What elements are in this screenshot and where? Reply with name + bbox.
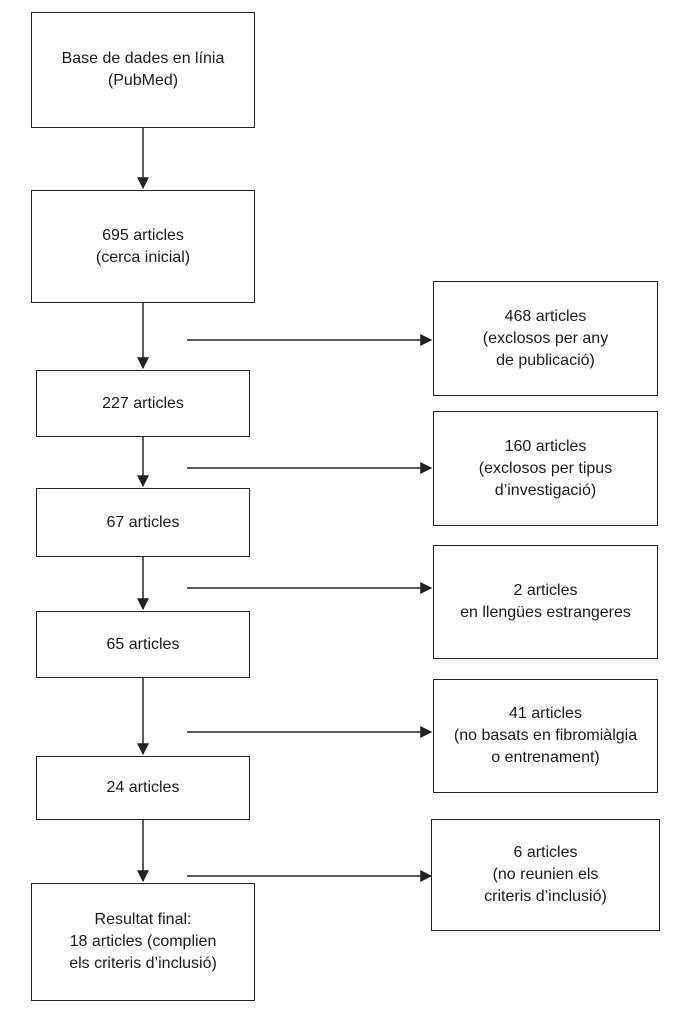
articles-227-box: 227 articles xyxy=(36,370,250,437)
articles-65-box: 65 articles xyxy=(36,611,250,678)
source-database-label: Base de dades en línia (PubMed) xyxy=(61,50,225,89)
final-result-box: Resultat final: 18 articles (complien el… xyxy=(31,883,255,1001)
initial-search-box: 695 articles (cerca inicial) xyxy=(31,190,255,303)
exclusion-box-6: 6 articles (no reunien els criteris d’in… xyxy=(431,819,660,931)
exclusion-box-160: 160 articles (exclosos per tipus d’inves… xyxy=(433,411,658,526)
exclusion-label-160: 160 articles (exclosos per tipus d’inves… xyxy=(478,437,613,499)
exclusion-label-468: 468 articles (exclosos per any de public… xyxy=(482,307,609,369)
exclusion-box-2: 2 articles en llengües estrangeres xyxy=(433,545,658,659)
articles-227-label: 227 articles xyxy=(102,394,184,412)
exclusion-box-41: 41 articles (no basats en fibromiàlgia o… xyxy=(433,679,658,793)
exclusion-label-2: 2 articles en llengües estrangeres xyxy=(460,582,631,621)
articles-24-label: 24 articles xyxy=(106,779,180,796)
articles-65-label: 65 articles xyxy=(106,635,180,653)
source-database-box: Base de dades en línia (PubMed) xyxy=(31,12,255,128)
exclusion-label-6: 6 articles (no reunien els criteris d’in… xyxy=(484,844,607,905)
exclusion-label-41: 41 articles (no basats en fibromiàlgia o… xyxy=(453,705,638,766)
articles-24-box: 24 articles xyxy=(36,756,250,820)
exclusion-box-468: 468 articles (exclosos per any de public… xyxy=(433,281,658,396)
articles-67-label: 67 articles xyxy=(106,513,180,531)
initial-search-label: 695 articles (cerca inicial) xyxy=(95,226,191,266)
final-result-label: Resultat final: 18 articles (complien el… xyxy=(69,911,217,972)
articles-67-box: 67 articles xyxy=(36,488,250,557)
